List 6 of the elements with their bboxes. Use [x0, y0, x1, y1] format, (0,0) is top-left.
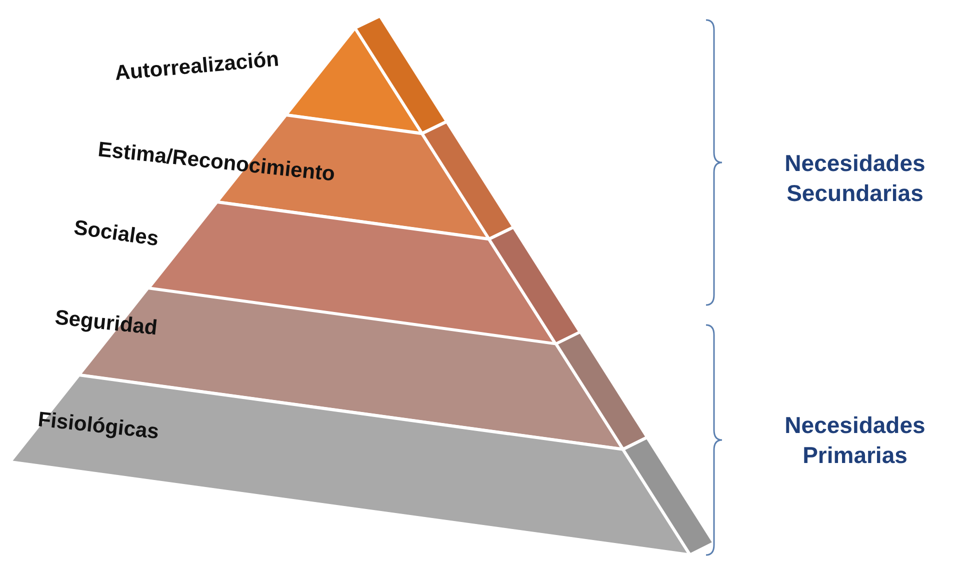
- group-label: Necesidades Secundarias: [784, 148, 926, 208]
- layer-label: Autorrealización: [114, 48, 280, 86]
- layer-label: Seguridad: [54, 306, 158, 341]
- group-label: Necesidades Primarias: [784, 411, 926, 470]
- layer-label: Sociales: [72, 216, 160, 252]
- layer-label: Fisiológicas: [36, 408, 160, 445]
